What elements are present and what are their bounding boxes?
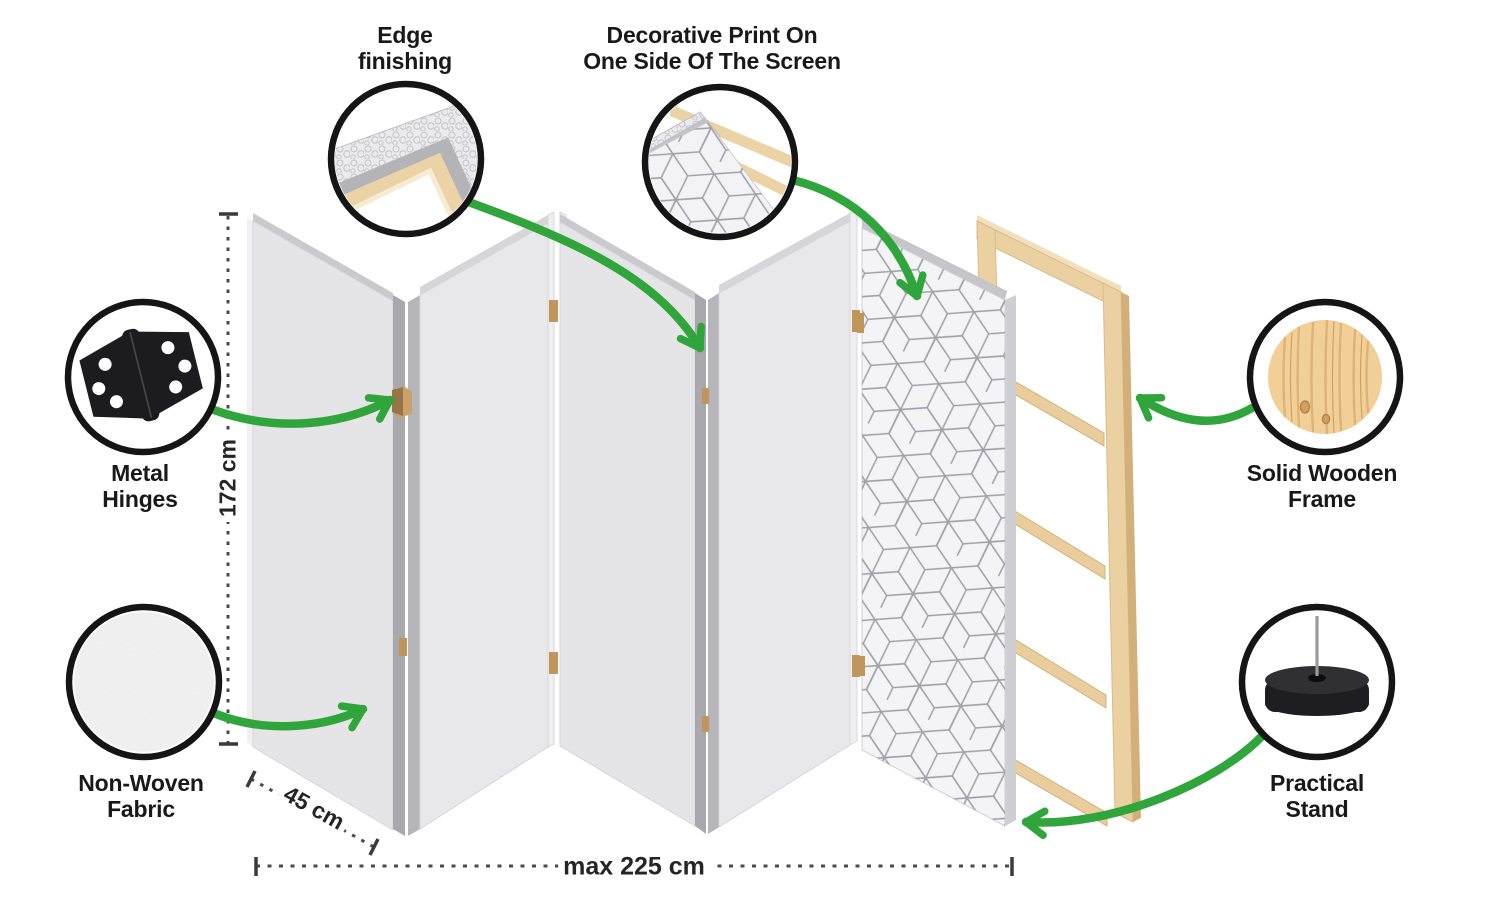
stand-icon bbox=[1265, 616, 1369, 716]
edge-finishing-label: Edge finishing bbox=[357, 22, 453, 74]
practical-stand-label: Practical Stand bbox=[1269, 770, 1365, 822]
arrow-wooden-frame bbox=[1135, 393, 1257, 425]
metal-hinges-label: Metal Hinges bbox=[102, 460, 178, 512]
callout-arrows bbox=[209, 175, 1267, 839]
edge-finishing-badge bbox=[327, 80, 485, 238]
height-dimension-value: 172 cm bbox=[214, 433, 242, 523]
wood-texture-icon bbox=[1268, 319, 1382, 435]
fold-strip-1 bbox=[393, 295, 420, 836]
fabric-texture-icon bbox=[74, 612, 214, 752]
fold-strip-2 bbox=[695, 293, 719, 834]
metal-hinges-badge bbox=[64, 298, 222, 456]
arrow-edge-finishing bbox=[447, 191, 705, 353]
non-woven-fabric-badge bbox=[65, 603, 223, 761]
panel-1 bbox=[247, 213, 394, 831]
panel-2 bbox=[419, 211, 555, 830]
arrow-decorative-print bbox=[788, 175, 927, 301]
patterned-panel bbox=[857, 219, 1016, 827]
solid-wooden-frame-label: Solid Wooden Frame bbox=[1246, 460, 1398, 512]
hinge-icon bbox=[79, 328, 203, 422]
solid-wooden-frame-badge bbox=[1246, 298, 1404, 456]
panel-width-dimension-line bbox=[245, 770, 380, 856]
total-width-dimension-value: max 225 cm bbox=[558, 852, 710, 882]
decorative-print-label: Decorative Print On One Side Of The Scre… bbox=[583, 22, 841, 74]
arrow-non-woven-fabric bbox=[211, 702, 368, 732]
arrow-practical-stand bbox=[1021, 731, 1267, 839]
panel-3 bbox=[559, 211, 696, 827]
folding-screen bbox=[247, 209, 860, 836]
arrow-metal-hinges bbox=[209, 394, 395, 428]
non-woven-fabric-label: Non-Woven Fabric bbox=[78, 770, 204, 822]
hinge-pins bbox=[392, 300, 860, 732]
decorative-print-badge bbox=[641, 83, 799, 241]
panel-4 bbox=[718, 209, 858, 828]
practical-stand-badge bbox=[1238, 603, 1396, 761]
total-width-dimension-line bbox=[254, 857, 1014, 876]
